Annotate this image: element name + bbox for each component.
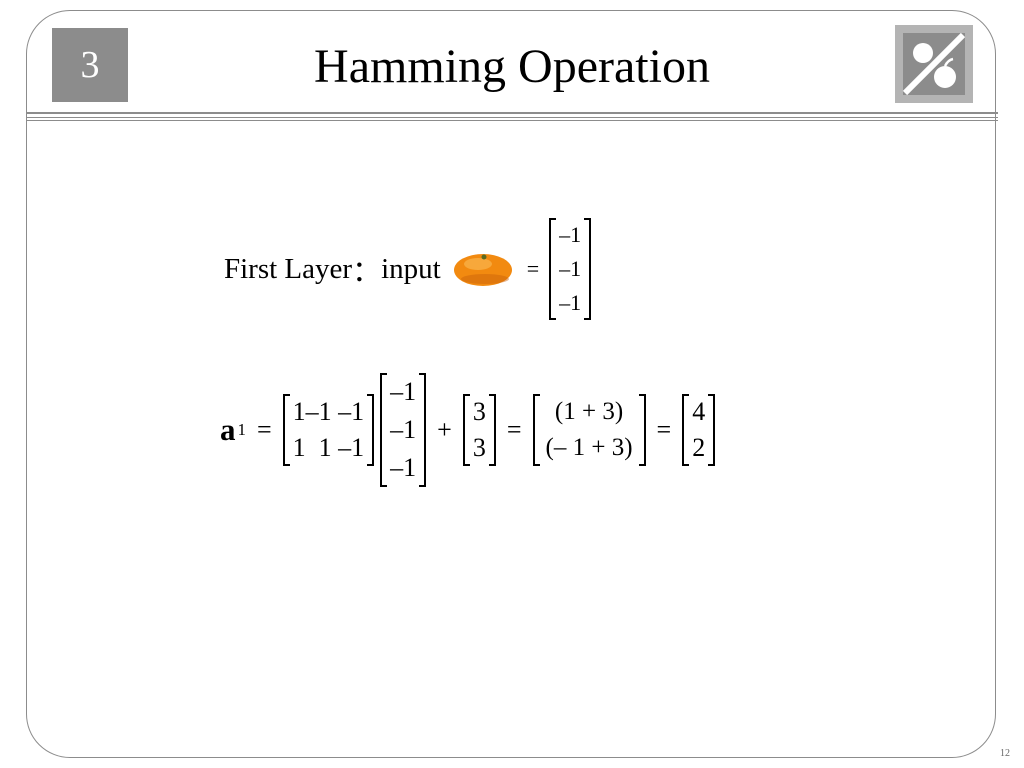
result-entry: 4: [692, 397, 706, 426]
sum-entry: (1 + 3): [554, 398, 624, 425]
sum-vector: (1 + 3) (– 1 + 3): [532, 394, 646, 466]
title-rule: [26, 112, 998, 114]
chapter-number: 3: [80, 44, 100, 86]
chapter-badge: 3: [52, 28, 128, 102]
bias-entry: 3: [472, 397, 486, 426]
hamming-equation: a 1 = 1–1 –1 1 1 –1 –1 –1 –1 + 3 3 = (1 …: [220, 360, 716, 500]
a-superscript: 1: [237, 420, 247, 439]
bias-vector: 3 3: [462, 394, 496, 466]
vector-entry: –1: [559, 290, 582, 315]
slide-title: Hamming Operation: [314, 40, 710, 93]
equals-sign: =: [257, 415, 272, 444]
orange-fruit-icon: [453, 254, 512, 286]
fruit-logo-icon: [895, 25, 973, 103]
result-vector: 4 2: [682, 394, 716, 466]
vector-entry: –1: [559, 222, 582, 247]
input-column-vector: –1 –1 –1: [380, 373, 427, 487]
plus-sign: +: [437, 415, 452, 444]
colon: ：: [352, 256, 382, 288]
equals-sign: =: [656, 415, 672, 444]
sum-entry: (– 1 + 3): [545, 434, 633, 461]
vector-entry: –1: [390, 453, 417, 482]
bias-entry: 3: [472, 433, 486, 462]
input-vector: –1 –1 –1: [549, 218, 592, 320]
first-layer-line: First Layer ： input = –1 –1 –1: [224, 214, 592, 324]
input-word: input: [381, 252, 441, 285]
title-rule-thin: [26, 120, 998, 121]
a-symbol: a: [220, 412, 236, 447]
weight-row: 1–1 –1: [292, 397, 365, 426]
weight-matrix: 1–1 –1 1 1 –1: [282, 394, 375, 466]
vector-entry: –1: [390, 415, 417, 444]
title-rule-thin: [26, 117, 998, 118]
equals-sign: =: [506, 415, 522, 444]
slide-frame: [26, 10, 996, 758]
weight-row: 1 1 –1: [292, 433, 365, 462]
vector-entry: –1: [559, 256, 582, 281]
vector-entry: –1: [390, 377, 417, 406]
result-entry: 2: [692, 433, 706, 462]
equals-sign: =: [526, 256, 540, 281]
first-layer-label: First Layer: [224, 252, 353, 285]
page-number: 12: [1000, 748, 1010, 759]
